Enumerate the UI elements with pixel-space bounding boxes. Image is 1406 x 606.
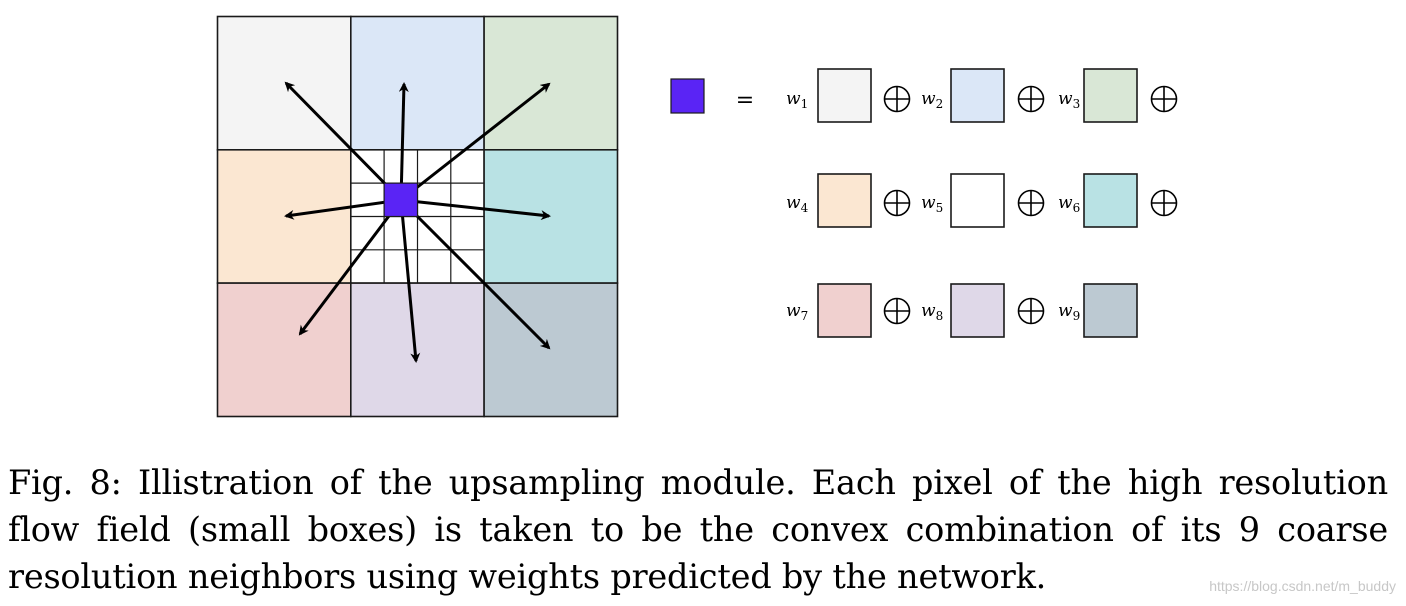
oplus-symbol-1 [883, 85, 911, 113]
coarse-cell-2 [349, 15, 485, 151]
weight-box-1 [817, 68, 872, 123]
figure-caption: Fig. 8: Illistration of the upsampling m… [8, 463, 1388, 596]
arrow-to-cell-2 [398, 82, 409, 201]
weight-box-5 [950, 173, 1005, 228]
neighbor-arrows [284, 81, 551, 363]
weight-box-2 [950, 68, 1005, 123]
weight-box-7 [817, 283, 872, 338]
arrow-to-cell-7 [298, 199, 403, 336]
oplus-symbol-4 [883, 189, 911, 217]
weight-box-8 [950, 283, 1005, 338]
weight-box-6 [1083, 173, 1138, 228]
weight-box-4 [817, 173, 872, 228]
weight-label-7: w7 [786, 301, 808, 323]
weight-label-8: w8 [921, 301, 943, 323]
oplus-symbol-3 [1150, 85, 1178, 113]
upsampling-diagram: = w1 w2 w3 w4 w5 w6 w7 w8 w9 [216, 15, 1178, 418]
oplus-symbol-8 [1017, 297, 1045, 325]
weight-label-9: w9 [1058, 301, 1080, 323]
weight-label-2: w2 [921, 89, 943, 111]
weight-label-3: w3 [1058, 89, 1080, 111]
equals-sign: = [736, 88, 754, 113]
arrow-to-cell-3 [400, 82, 551, 202]
arrow-to-cell-4 [284, 198, 402, 220]
oplus-symbol-6 [1150, 189, 1178, 217]
arrow-to-cell-8 [399, 199, 421, 363]
coarse-cell-4 [216, 149, 352, 284]
coarse-cell-7 [216, 282, 352, 418]
equation-pixel [670, 78, 705, 114]
high-res-pixel [383, 182, 419, 218]
coarse-cell-6 [483, 149, 619, 284]
arrow-to-cell-9 [399, 198, 551, 350]
oplus-symbol-2 [1017, 85, 1045, 113]
coarse-cell-8 [349, 282, 485, 418]
weight-terms: w1 w2 w3 w4 w5 w6 w7 w8 w9 [786, 68, 1178, 338]
watermark-text: https://blog.csdn.net/m_buddy [1209, 578, 1396, 594]
oplus-symbol-5 [1017, 189, 1045, 217]
weight-box-3 [1083, 68, 1138, 123]
arrow-to-cell-1 [284, 81, 403, 202]
arrow-to-cell-6 [400, 198, 551, 221]
weight-label-6: w6 [1058, 193, 1080, 215]
oplus-symbol-7 [883, 297, 911, 325]
weight-label-4: w4 [786, 193, 809, 215]
weight-label-5: w5 [921, 193, 943, 215]
weight-box-9 [1083, 283, 1138, 338]
weight-label-1: w1 [786, 89, 808, 111]
coarse-cell-3 [483, 15, 619, 151]
